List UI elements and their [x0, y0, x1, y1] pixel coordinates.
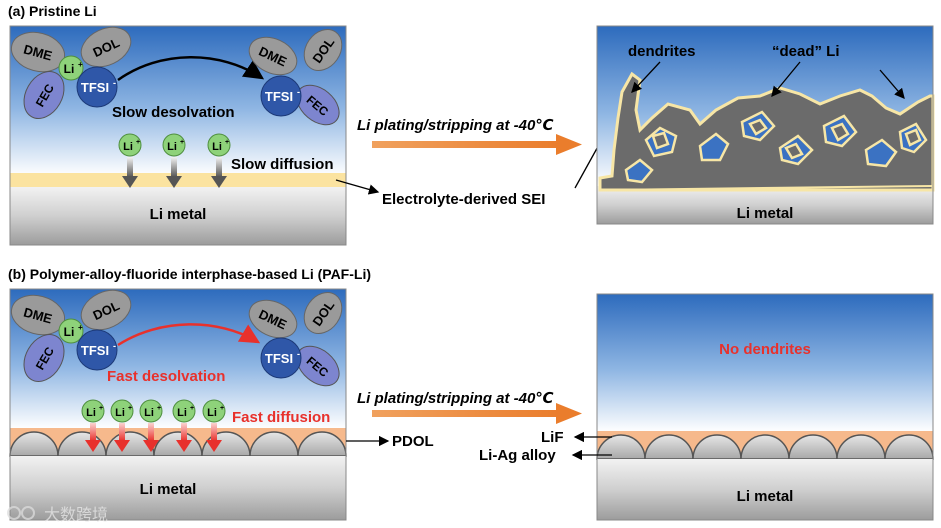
tfsi-anion — [76, 66, 118, 108]
slow-diffusing-ions: Li + Li + Li + — [118, 133, 231, 188]
svg-text:-: - — [113, 78, 116, 88]
slow-diffusion-label: Slow diffusion — [231, 156, 334, 173]
watermark: 大数跨境 — [7, 505, 108, 524]
li-ag-alloy-label: Li-Ag alloy — [479, 447, 556, 464]
dead-li-fragments — [651, 118, 922, 160]
dead-li-pointer-1 — [771, 61, 801, 98]
svg-text:+: + — [78, 323, 83, 332]
svg-text:+: + — [180, 139, 184, 146]
svg-text:TFSI: TFSI — [265, 89, 293, 104]
svg-text:Li: Li — [64, 325, 75, 339]
li-ion — [58, 55, 84, 81]
li-metal-label-b-right: Li metal — [737, 488, 794, 505]
panel-b-title: (b) Polymer-alloy-fluoride interphase-ba… — [8, 266, 371, 282]
svg-text:DME: DME — [22, 304, 54, 326]
dendrites-pointer — [631, 61, 661, 93]
li-metal-label-a-left: Li metal — [150, 206, 207, 223]
svg-text:+: + — [136, 139, 140, 146]
process-arrow-b — [372, 403, 582, 424]
solvation-cluster-b-right: DME DOL FEC TFSI - — [248, 292, 343, 387]
dead-li-label: “dead” Li — [772, 43, 840, 60]
svg-text:DME: DME — [22, 41, 54, 63]
desolvation-arrow-a — [117, 56, 265, 82]
lif-label: LiF — [541, 429, 564, 446]
li-metal-label-a-right: Li metal — [737, 205, 794, 222]
svg-text:+: + — [157, 405, 161, 412]
panel-a-title: (a) Pristine Li — [8, 3, 97, 19]
svg-text:+: + — [220, 405, 224, 412]
solvation-cluster-b-left: DME DOL FEC Li + TFSI - — [10, 289, 132, 382]
svg-text:Li: Li — [115, 407, 125, 419]
solvation-cluster-a-right: DME DOL FEC TFSI - — [248, 29, 343, 126]
desolvation-arrow-b — [117, 323, 261, 347]
fec-molecule — [23, 71, 65, 119]
slow-desolvation-label: Slow desolvation — [112, 104, 235, 121]
fast-diffusing-ions: Li + Li + Li + Li + Li — [81, 399, 226, 452]
dead-li-pointer-2 — [879, 69, 905, 99]
sei-pointer-left — [335, 179, 380, 195]
panel-b-right-box — [596, 293, 934, 521]
arrow-label-b: Li plating/stripping at -40℃ — [357, 390, 554, 407]
li-metal-label-b-left: Li metal — [140, 481, 197, 498]
process-arrow-a — [372, 134, 582, 155]
svg-text:Li: Li — [212, 141, 222, 153]
svg-text:TFSI: TFSI — [81, 343, 109, 358]
svg-text:Li: Li — [207, 407, 217, 419]
svg-text:Li: Li — [64, 62, 75, 76]
panel-a-right-box — [596, 25, 935, 225]
svg-text:+: + — [99, 405, 103, 412]
arrow-label-a: Li plating/stripping at -40℃ — [357, 117, 554, 134]
svg-text:+: + — [78, 60, 83, 69]
svg-text:TFSI: TFSI — [81, 80, 109, 95]
sei-label: Electrolyte-derived SEI — [382, 191, 545, 208]
pdol-label: PDOL — [392, 433, 434, 450]
svg-text:Li: Li — [177, 407, 187, 419]
svg-text:Li: Li — [86, 407, 96, 419]
dendrites-label: dendrites — [628, 43, 696, 60]
svg-text:+: + — [190, 405, 194, 412]
solvation-cluster-a-left: DME DOL FEC Li + TFSI - — [10, 26, 132, 119]
svg-text:Li: Li — [167, 141, 177, 153]
no-dendrites-label: No dendrites — [719, 341, 811, 358]
svg-text:-: - — [113, 341, 116, 351]
fast-desolvation-label: Fast desolvation — [107, 368, 225, 385]
watermark-text: 大数跨境 — [44, 505, 108, 524]
svg-text:TFSI: TFSI — [265, 351, 293, 366]
fast-diffusion-label: Fast diffusion — [232, 409, 330, 426]
svg-text:+: + — [128, 405, 132, 412]
li-metal-slab — [10, 187, 346, 245]
svg-text:-: - — [297, 349, 300, 359]
svg-text:Li: Li — [123, 141, 133, 153]
svg-text:Li: Li — [144, 407, 154, 419]
svg-text:+: + — [225, 139, 229, 146]
dol-molecule — [80, 26, 132, 68]
svg-text:-: - — [297, 87, 300, 97]
